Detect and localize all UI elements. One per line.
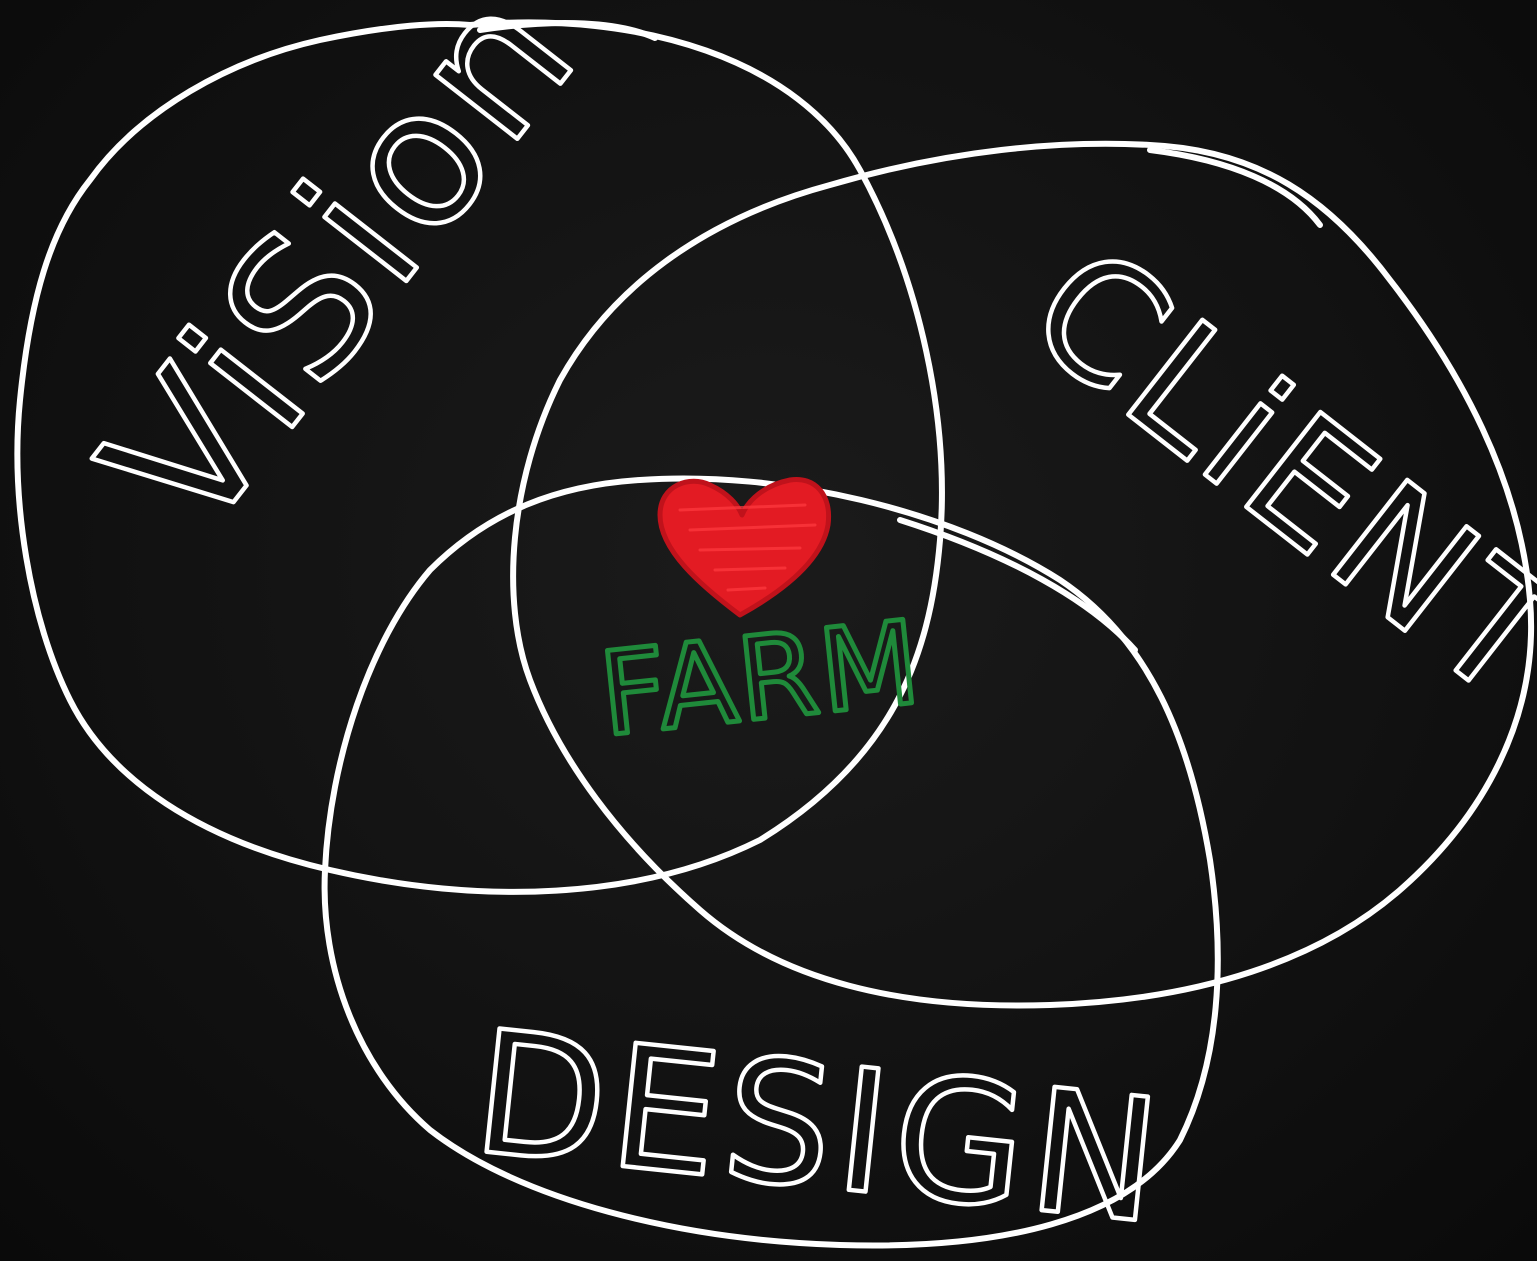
design-circle <box>321 475 1221 1249</box>
vision-label: ViSion <box>61 0 620 573</box>
design-label: DESIGN <box>466 994 1174 1261</box>
vision-circle <box>14 19 945 895</box>
client-circle <box>510 140 1535 1009</box>
heart-icon <box>657 476 832 618</box>
client-label: CLiENT <box>996 209 1537 740</box>
